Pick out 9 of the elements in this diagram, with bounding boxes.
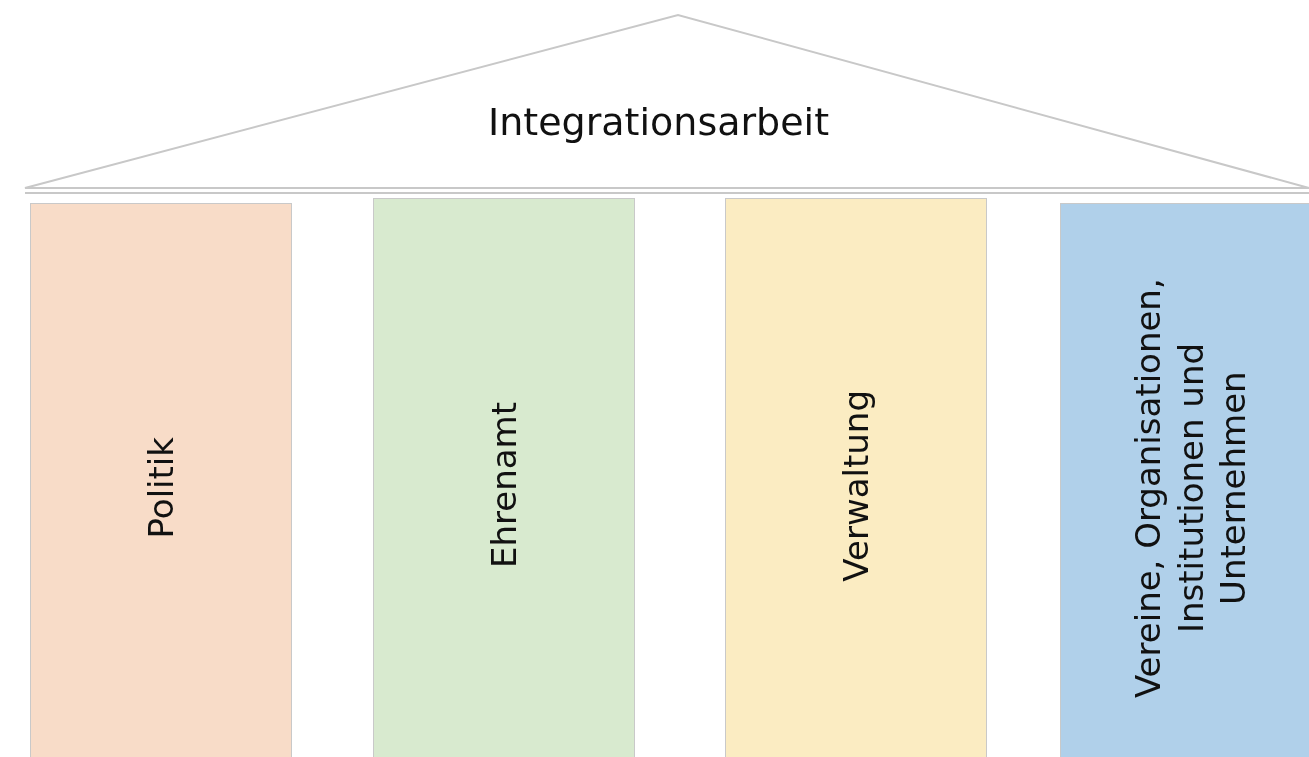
pillar-label: Politik [139, 437, 182, 539]
pillar [1060, 203, 1309, 757]
pillar-label: Vereine, Organisationen, Institutionen und Unternehmen [1127, 277, 1255, 700]
roof-label: Integrationsarbeit [488, 100, 830, 144]
pillar [373, 198, 635, 757]
pillar-label: Ehrenamt [482, 402, 525, 569]
pillar-label: Verwaltung [834, 389, 877, 582]
pillar [725, 198, 987, 757]
pillar [30, 203, 292, 757]
